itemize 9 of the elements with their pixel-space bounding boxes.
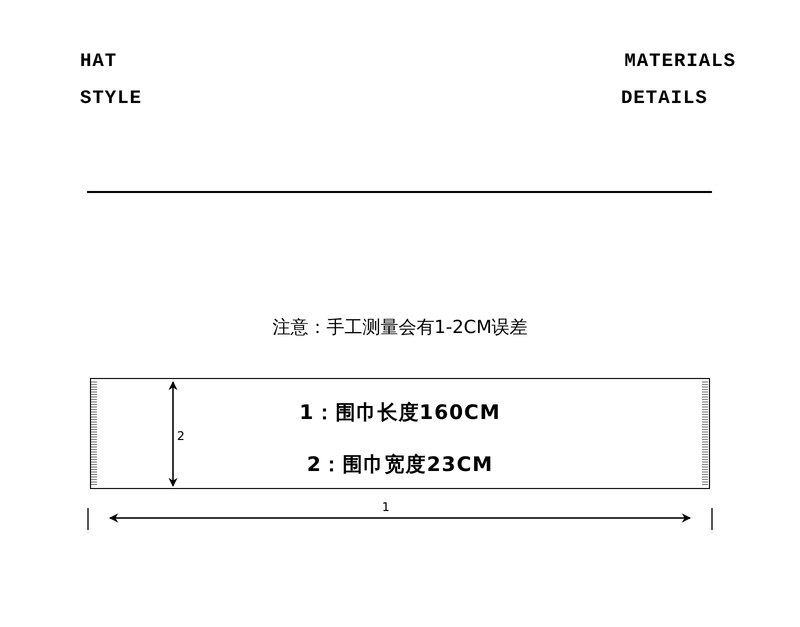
header-text: HAT bbox=[80, 50, 118, 72]
dimension-label: 2 bbox=[177, 429, 185, 443]
dimension-label: 1 bbox=[382, 500, 390, 514]
header-text: DETAILS bbox=[621, 87, 708, 109]
note-text: 注意：手工测量会有1-2CM误差 bbox=[271, 316, 529, 339]
header-text: STYLE bbox=[80, 87, 142, 109]
spec-text: 1：围巾长度160CM bbox=[298, 399, 502, 426]
spec-text: 2：围巾宽度23CM bbox=[306, 451, 494, 478]
header-text: MATERIALS bbox=[624, 50, 736, 72]
